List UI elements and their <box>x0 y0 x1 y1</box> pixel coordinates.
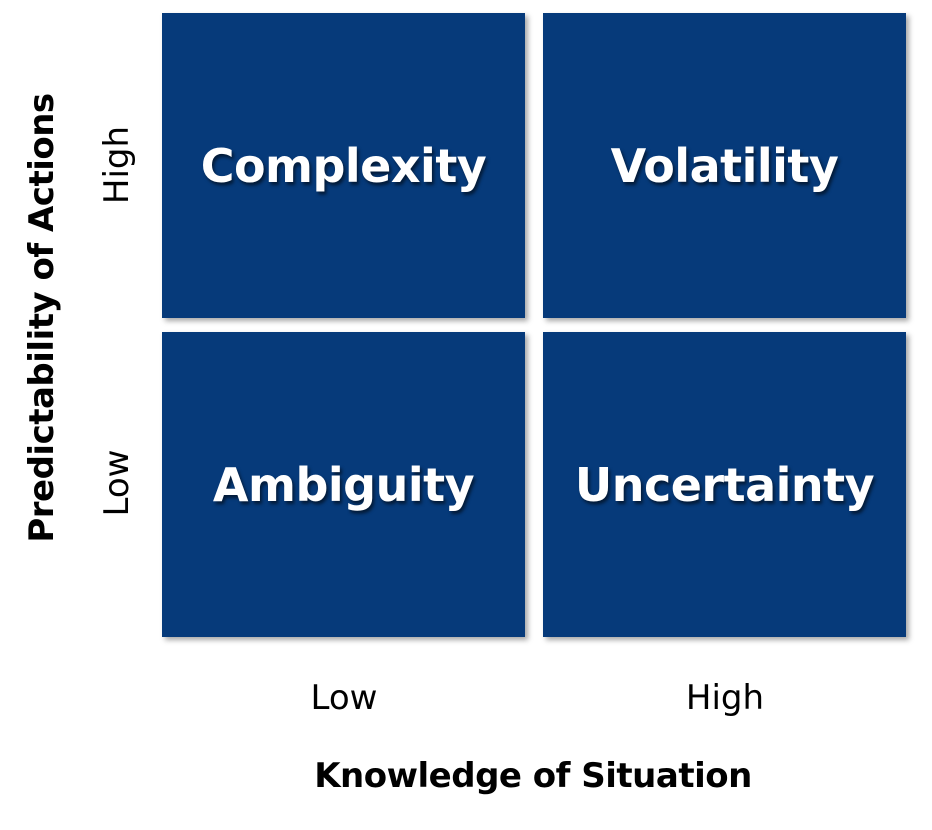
y-axis-high-label: High <box>97 125 137 205</box>
x-axis-low-label: Low <box>310 678 378 718</box>
y-axis-low-label: Low <box>97 449 137 517</box>
quadrant-label-complexity: Complexity <box>200 138 487 193</box>
quadrant-complexity: Complexity <box>162 13 525 318</box>
y-axis-title: Predictability of Actions <box>22 93 62 543</box>
quadrant-label-volatility: Volatility <box>610 138 839 193</box>
quadrant-label-ambiguity: Ambiguity <box>212 457 475 512</box>
quadrant-volatility: Volatility <box>543 13 906 318</box>
x-axis-title: Knowledge of Situation <box>314 756 752 796</box>
quadrant-uncertainty: Uncertainty <box>543 332 906 637</box>
quadrant-label-uncertainty: Uncertainty <box>574 457 875 512</box>
x-axis-high-label: High <box>685 678 765 718</box>
quadrant-ambiguity: Ambiguity <box>162 332 525 637</box>
